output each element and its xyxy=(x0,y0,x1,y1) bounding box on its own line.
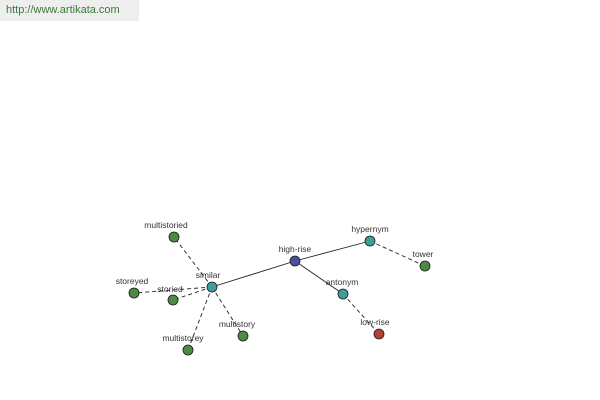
edge-high-rise-hypernym xyxy=(294,240,371,262)
node-storeyed[interactable] xyxy=(128,287,140,299)
graph-edges xyxy=(133,236,426,351)
edge-similar-multistorey xyxy=(187,286,213,351)
label-storied: storied xyxy=(157,284,183,294)
node-storied[interactable] xyxy=(167,294,179,306)
label-multistoried: multistoried xyxy=(144,220,188,230)
source-url[interactable]: http://www.artikata.com xyxy=(0,0,139,21)
graph-labels: high-rise similar hypernym antonym multistor… xyxy=(116,220,434,343)
label-multistorey: multistorey xyxy=(162,333,204,343)
node-multistorey[interactable] xyxy=(182,344,194,356)
edge-hypernym-tower xyxy=(369,240,426,267)
node-similar[interactable] xyxy=(206,281,218,293)
label-tower: tower xyxy=(413,249,434,259)
edge-similar-multistory xyxy=(211,286,244,337)
edge-high-rise-antonym xyxy=(294,260,344,295)
graph-nodes xyxy=(128,231,431,356)
node-multistoried[interactable] xyxy=(168,231,180,243)
label-multistory: multistory xyxy=(219,319,256,329)
label-high-rise: high-rise xyxy=(279,244,312,254)
label-hypernym: hypernym xyxy=(351,224,388,234)
label-antonym: antonym xyxy=(326,277,359,287)
label-storeyed: storeyed xyxy=(116,276,149,286)
label-similar: similar xyxy=(196,270,221,280)
edge-antonym-low-rise xyxy=(342,293,380,335)
node-hypernym[interactable] xyxy=(364,235,376,247)
node-antonym[interactable] xyxy=(337,288,349,300)
node-multistory[interactable] xyxy=(237,330,249,342)
edge-high-rise-similar xyxy=(211,260,296,288)
edge-similar-storeyed xyxy=(133,286,213,294)
node-tower[interactable] xyxy=(419,260,431,272)
node-low-rise[interactable] xyxy=(373,328,385,340)
edge-similar-multistoried xyxy=(173,236,213,288)
label-low-rise: low-rise xyxy=(360,317,390,327)
node-high-rise[interactable] xyxy=(289,255,301,267)
